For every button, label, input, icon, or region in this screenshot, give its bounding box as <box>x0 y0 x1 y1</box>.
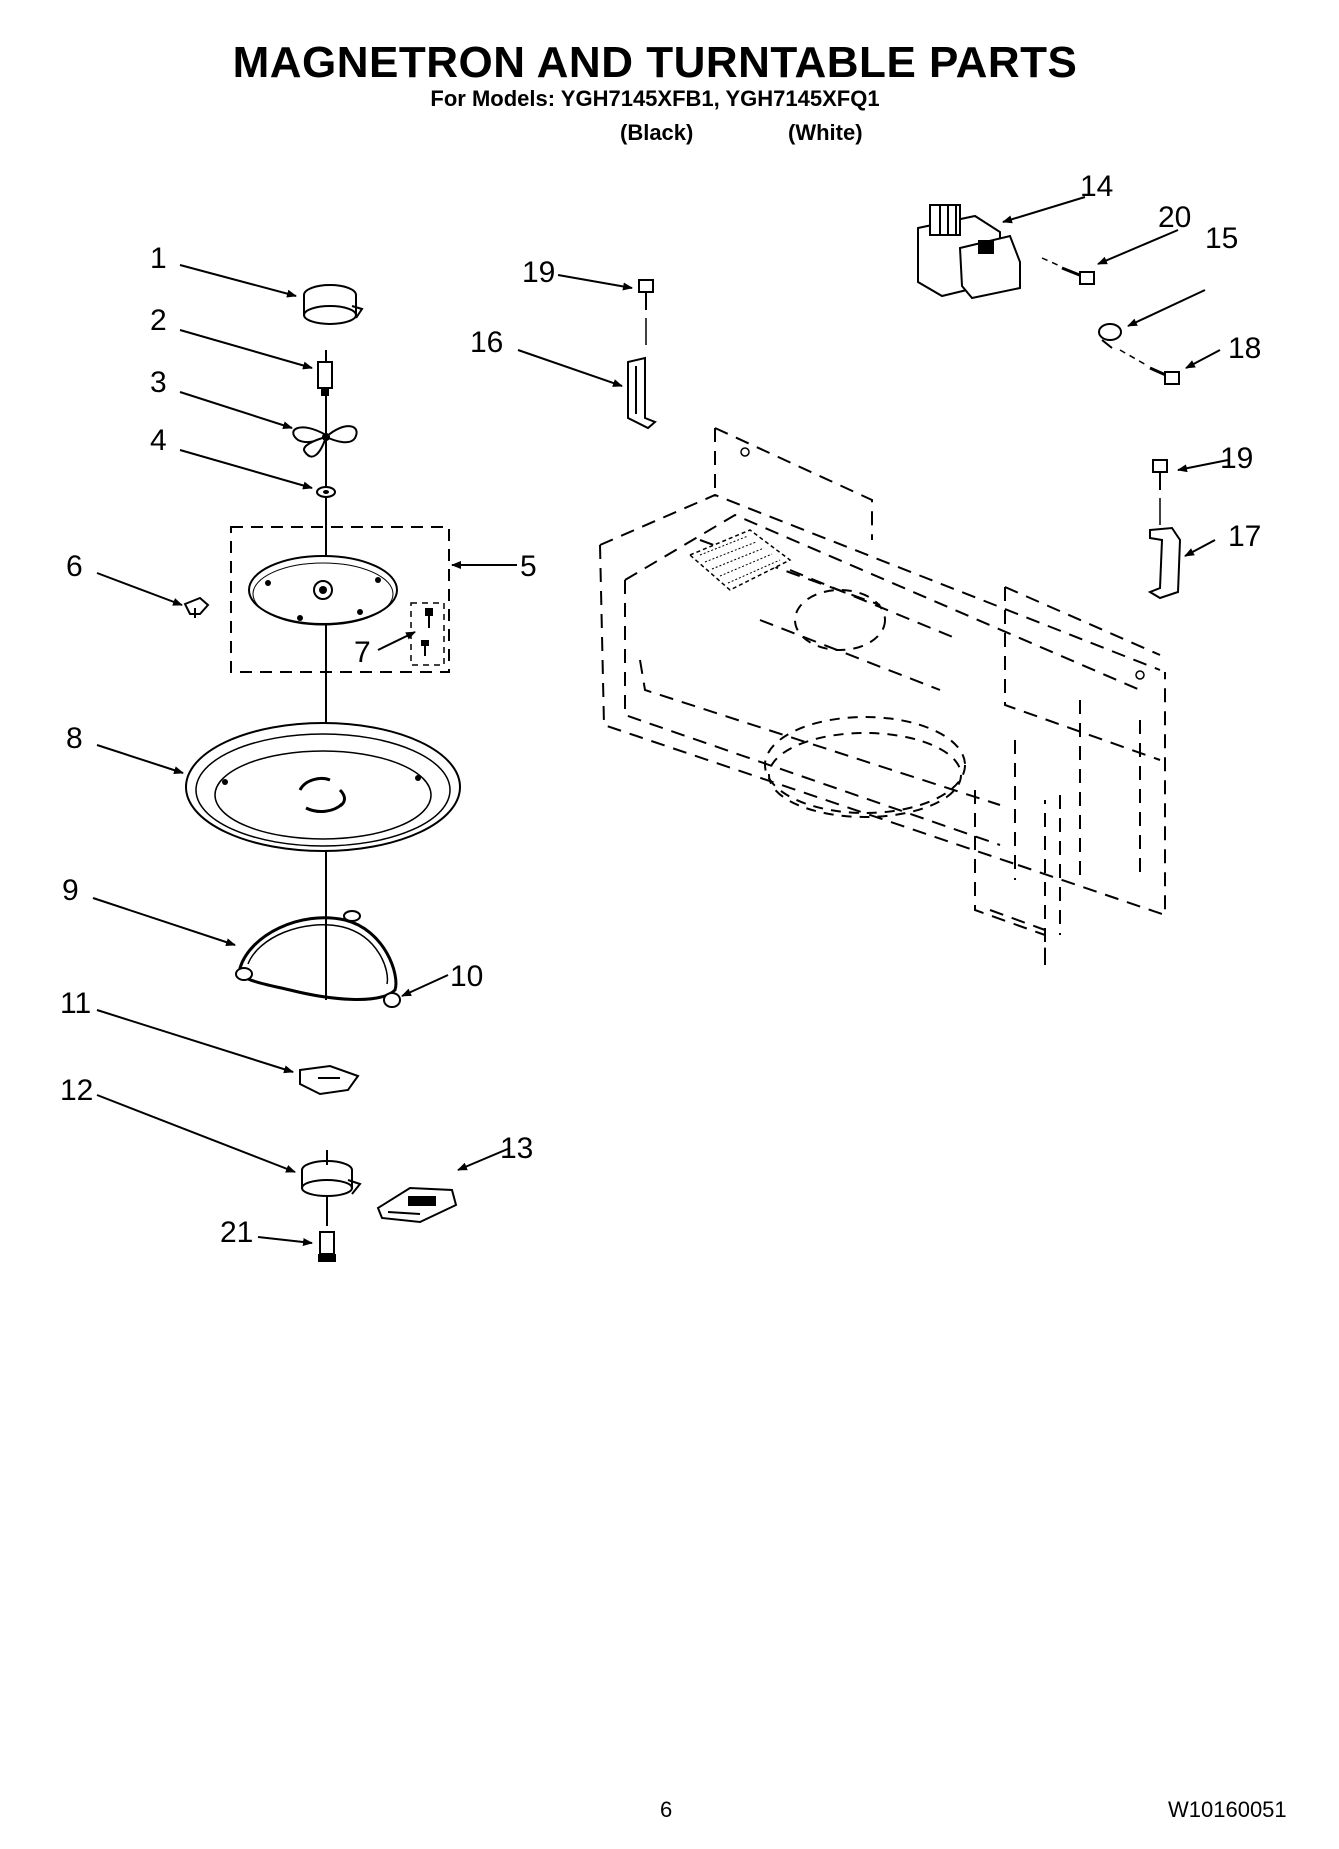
cavity-vent-grille <box>688 529 792 591</box>
part-5-kit-box <box>230 526 450 673</box>
callout-7: 7 <box>354 636 371 669</box>
callout-16: 16 <box>470 326 503 359</box>
part-8-turntable-tray <box>185 722 461 852</box>
part-11-turntable-coupler <box>299 1064 360 1096</box>
page-number: 6 <box>660 1797 673 1822</box>
variant-black-label: (Black) <box>620 120 694 145</box>
part-20-screw <box>1061 266 1095 285</box>
part-4-washer <box>316 486 336 498</box>
callout-8: 8 <box>66 722 83 755</box>
part-9-roller-ring <box>235 910 398 1001</box>
callout-21: 21 <box>220 1216 253 1249</box>
cavity-screw-hole <box>740 447 750 457</box>
part-19-screw-right <box>1152 459 1168 490</box>
model-list: For Models: YGH7145XFB1, YGH7145XFQ1 <box>430 86 880 111</box>
callout-9: 9 <box>62 874 79 907</box>
callout-20: 20 <box>1158 201 1191 234</box>
part-2-coupler <box>317 361 333 396</box>
part-15-thermostat <box>1098 323 1122 349</box>
callout-arrows <box>92 196 1229 1246</box>
callout-19-top: 19 <box>522 256 555 289</box>
callout-15: 15 <box>1205 222 1238 255</box>
part-10-roller-wheel <box>383 992 401 1008</box>
part-1-stirrer-motor <box>303 284 364 325</box>
callout-5: 5 <box>520 550 537 583</box>
part-18-screw <box>1149 366 1180 385</box>
part-17-bracket <box>1147 526 1182 600</box>
part-7-screws <box>421 608 433 656</box>
callout-3: 3 <box>150 366 167 399</box>
part-12-turntable-motor <box>301 1150 362 1197</box>
callout-13: 13 <box>500 1132 533 1165</box>
page-title: MAGNETRON AND TURNTABLE PARTS <box>232 38 1078 87</box>
callout-17: 17 <box>1228 520 1261 553</box>
variant-white-label: (White) <box>788 120 863 145</box>
part-6-clip <box>183 596 210 618</box>
callout-11: 11 <box>60 987 91 1020</box>
cavity-screw-hole <box>1135 670 1145 680</box>
part-5-stirrer-cover <box>248 555 398 626</box>
callout-10: 10 <box>450 960 483 993</box>
part-18-leader <box>1119 349 1149 367</box>
part-3-stirrer-blade <box>292 425 358 458</box>
callout-1: 1 <box>150 242 167 275</box>
part-21-screw <box>318 1196 336 1262</box>
callout-6: 6 <box>66 550 83 583</box>
part-20-leader <box>1041 257 1061 267</box>
part-13-switch <box>376 1186 458 1224</box>
callout-2: 2 <box>150 304 167 337</box>
part-19-screw-top <box>638 279 654 310</box>
part-14-magnetron <box>917 204 1021 300</box>
callout-12: 12 <box>60 1074 93 1107</box>
callout-4: 4 <box>150 424 167 457</box>
callout-18: 18 <box>1228 332 1261 365</box>
oven-cavity-outline <box>599 427 1166 965</box>
document-number: W10160051 <box>1168 1797 1287 1822</box>
callout-14: 14 <box>1080 170 1113 203</box>
callout-19-right: 19 <box>1220 442 1253 475</box>
cavity-turntable-outline <box>764 589 966 818</box>
part-16-bracket <box>627 356 657 430</box>
